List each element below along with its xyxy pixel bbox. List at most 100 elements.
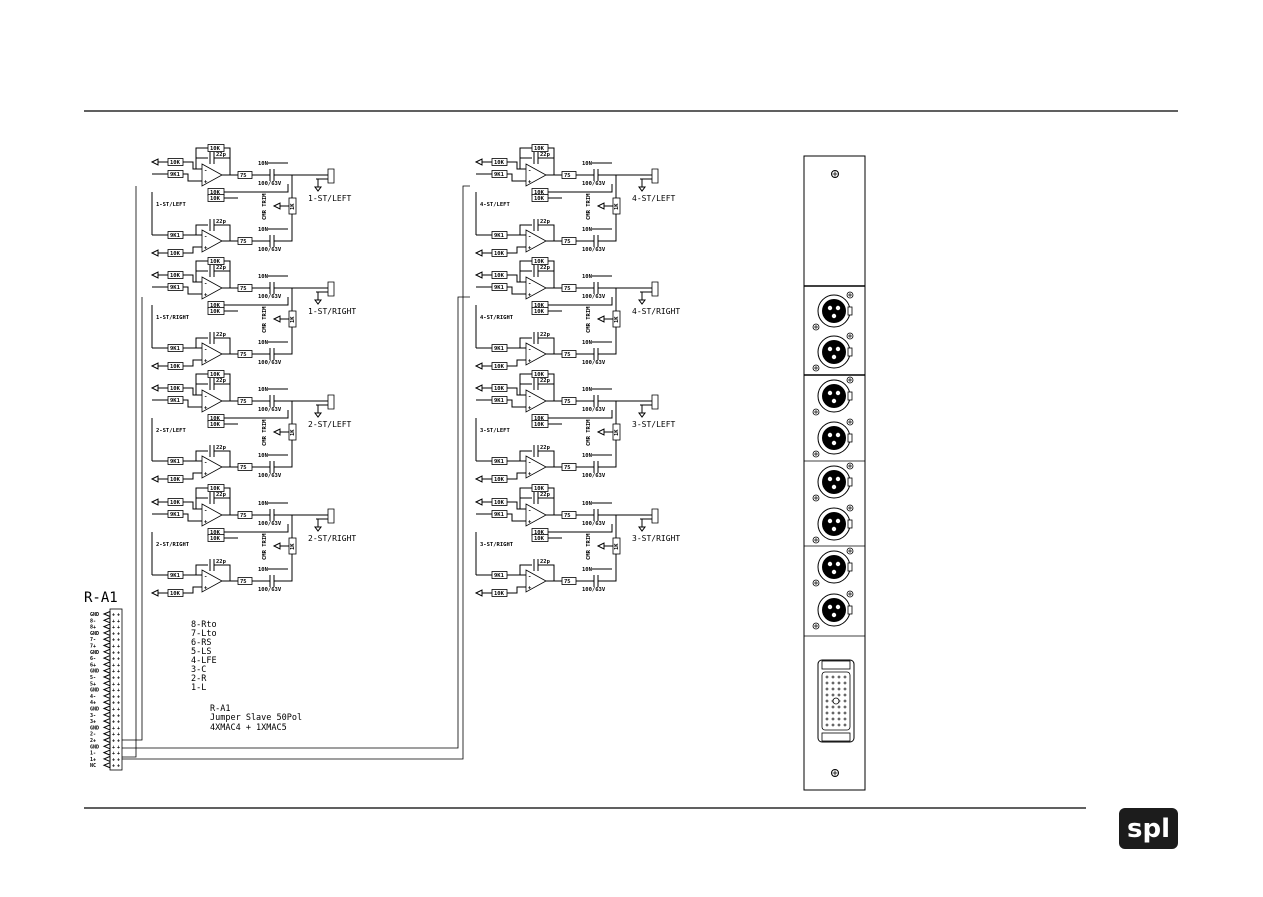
pin-dot: +: [112, 625, 115, 631]
group-name: 3-ST/LEFT: [480, 428, 510, 434]
cap-label: 10N: [582, 227, 592, 233]
opamp: [525, 503, 547, 527]
opamp: [525, 342, 547, 366]
dsub-pin: [831, 681, 835, 685]
pin-arrow: [102, 749, 111, 756]
opamp-plus: +: [204, 292, 208, 298]
input-arrow: [474, 498, 483, 506]
stage-group: 10K9K110K22p-+7510N100/63V3-ST/RIGHT10K1…: [474, 484, 680, 597]
resistor-value: 10K: [534, 422, 545, 428]
resistor-value: 10K: [534, 196, 545, 202]
output-jack: [327, 281, 335, 297]
cap-label: 10N: [582, 501, 592, 507]
opamp-plus: +: [528, 585, 532, 591]
resistor-value: 9K1: [170, 573, 181, 579]
pin-dot: +: [112, 732, 115, 738]
trim-value: 1K: [290, 203, 296, 210]
cap-value: 22p: [540, 559, 551, 565]
pin-dot: +: [117, 618, 120, 624]
resistor-value: 10K: [210, 536, 221, 542]
resistor-value: 10K: [170, 364, 181, 370]
pin-dot: +: [112, 694, 115, 700]
pin-dot: +: [117, 700, 120, 706]
opamp-minus: -: [204, 281, 207, 287]
cap-label: 10N: [582, 274, 592, 280]
dsub-pin: [843, 687, 847, 691]
opamp-plus: +: [204, 358, 208, 364]
legend-item: 4-LFE: [191, 656, 217, 666]
pin-dot: +: [117, 763, 120, 769]
resistor-value: 10K: [210, 259, 221, 265]
dsub-pin: [837, 711, 841, 715]
trim-arrow: [272, 202, 281, 210]
pin-arrow: [102, 705, 111, 712]
input-arrow: [474, 589, 483, 597]
connector-pin-label: 1+: [90, 757, 96, 763]
cmr-trim-label: CMR TRIM: [262, 419, 268, 446]
cap-value: 22p: [216, 378, 227, 384]
stage-group: 10K9K110K22p-+7510N100/63V1-ST/LEFT10K10…: [150, 144, 352, 257]
output-label: 4-ST/RIGHT: [632, 307, 680, 316]
connector-pin-label: GND: [90, 612, 99, 618]
ground-symbol: [638, 526, 646, 532]
pin-dot: +: [117, 631, 120, 637]
cap-value: 100/63V: [258, 181, 282, 187]
opamp-minus: -: [528, 347, 531, 353]
cap-value: 100/63V: [582, 521, 606, 527]
trim-value: 1K: [614, 203, 620, 210]
dsub-latch: [821, 660, 851, 670]
resistor-value: 9K1: [494, 398, 505, 404]
resistor-value: 10K: [494, 477, 505, 483]
pin-arrow: [102, 648, 111, 656]
resistor-value: 10K: [210, 422, 221, 428]
stage-group: 10K9K110K22p-+7510N100/63V4-ST/LEFT10K10…: [474, 144, 676, 257]
resistor-value: 9K1: [170, 233, 181, 239]
opamp-plus: +: [204, 585, 208, 591]
xlr-socket: [812, 547, 854, 587]
pin-arrow: [102, 692, 111, 700]
pin-dot: +: [112, 637, 115, 643]
pin-dot: +: [112, 757, 115, 763]
connector-pin-label: GND: [90, 707, 99, 713]
cap-label: 10N: [582, 340, 592, 346]
resistor-value: 10K: [210, 372, 221, 378]
pin-arrow: [102, 642, 111, 649]
dsub-pin: [843, 699, 847, 703]
opamp-plus: +: [204, 405, 208, 411]
cap-value: 22p: [540, 492, 551, 498]
pin-dot: +: [112, 700, 115, 706]
resistor-value: 10K: [534, 530, 545, 536]
dsub-pin: [831, 705, 835, 709]
resistor-value: 9K1: [494, 346, 505, 352]
connector-pin-label: 7+: [90, 644, 96, 650]
opamp: [201, 503, 223, 527]
pin-dot: +: [112, 612, 115, 618]
cap-value: 22p: [216, 332, 227, 338]
opamp-minus: -: [528, 394, 531, 400]
pin-dot: +: [117, 681, 120, 687]
opamp: [201, 389, 223, 413]
opamp-minus: -: [528, 281, 531, 287]
cmr-trim-label: CMR TRIM: [586, 533, 592, 560]
opamp-plus: +: [204, 245, 208, 251]
pin-dot: +: [117, 662, 120, 668]
xlr-socket: [812, 462, 854, 502]
dsub-pin: [843, 711, 847, 715]
connector-pin-label: 8+: [90, 625, 96, 631]
opamp-minus: -: [204, 508, 207, 514]
input-arrow: [150, 362, 159, 370]
connector-pin-label: 5+: [90, 681, 96, 687]
cap-value: 100/63V: [582, 181, 606, 187]
opamp-minus: -: [204, 394, 207, 400]
resistor-value: 75: [240, 579, 247, 585]
cap-value: 22p: [216, 219, 227, 225]
pin-dot: +: [112, 618, 115, 624]
cap-value: 100/63V: [258, 587, 282, 593]
pin-dot: +: [112, 644, 115, 650]
resistor-value: 10K: [210, 416, 221, 422]
cap-value: 22p: [216, 559, 227, 565]
connector-pin-label: 7-: [90, 637, 96, 643]
trim-arrow: [272, 315, 281, 323]
group-name: 3-ST/RIGHT: [480, 542, 514, 548]
dsub-pin: [831, 675, 835, 679]
